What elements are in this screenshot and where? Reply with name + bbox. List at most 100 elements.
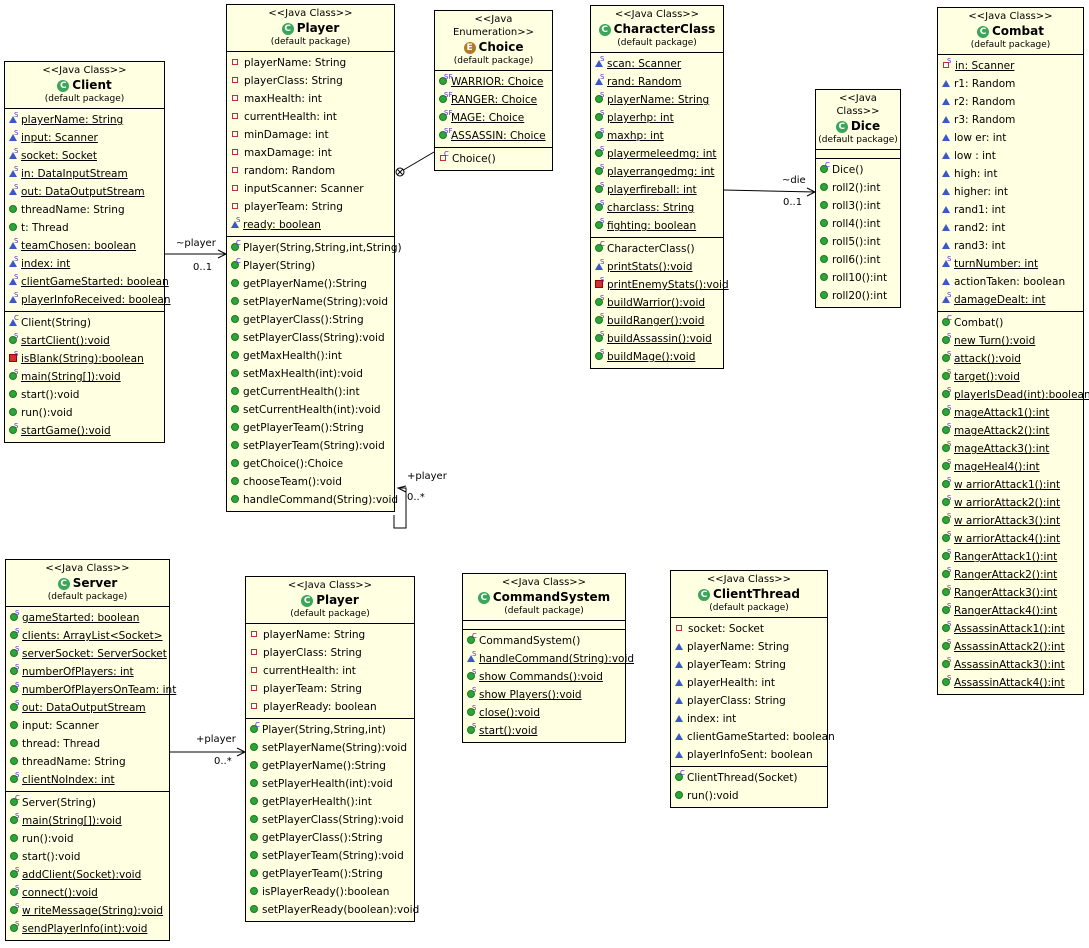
field-row[interactable]: playerClass: String <box>246 644 414 662</box>
method-row[interactable]: start():void <box>5 386 164 404</box>
method-row[interactable]: setPlayerReady(boolean):void <box>246 901 419 919</box>
method-row[interactable]: setPlayerTeam(String):void <box>246 847 414 865</box>
method-row[interactable]: roll6():int <box>816 251 900 269</box>
method-row[interactable]: getCurrentHealth():int <box>227 383 394 401</box>
field-row[interactable]: high: int <box>938 165 1083 183</box>
field-row[interactable]: playerName: String <box>227 54 394 72</box>
field-row[interactable]: r2: Random <box>938 93 1083 111</box>
field-row[interactable]: playerTeam: String <box>227 198 394 216</box>
method-row[interactable]: start():void <box>6 848 169 866</box>
field-row[interactable]: socket: Socket <box>671 620 827 638</box>
field-row[interactable]: higher: int <box>938 183 1083 201</box>
method-row[interactable]: run():void <box>671 787 827 805</box>
method-row[interactable]: getPlayerName():String <box>227 275 394 293</box>
method-row[interactable]: roll10():int <box>816 269 900 287</box>
field-row[interactable]: rand3: int <box>938 237 1083 255</box>
field-row[interactable]: playerClass: String <box>227 72 394 90</box>
field-row[interactable]: input: Scanner <box>6 717 169 735</box>
field-row[interactable]: maxHealth: int <box>227 90 394 108</box>
method-row[interactable]: roll4():int <box>816 215 900 233</box>
method-row[interactable]: getMaxHealth():int <box>227 347 394 365</box>
method-row[interactable]: run():void <box>5 404 164 422</box>
field-row[interactable]: threadName: String <box>5 201 164 219</box>
field-row[interactable]: actionTaken: boolean <box>938 273 1083 291</box>
field-row[interactable]: rand2: int <box>938 219 1083 237</box>
field-row[interactable]: threadName: String <box>6 753 169 771</box>
field-row[interactable]: playerHealth: int <box>671 674 827 692</box>
field-row[interactable]: clientGameStarted: boolean <box>671 728 835 746</box>
method-row[interactable]: chooseTeam():void <box>227 473 394 491</box>
method-row[interactable]: getPlayerTeam():String <box>246 865 414 883</box>
field-row[interactable]: low er: int <box>938 129 1083 147</box>
field-row[interactable]: thread: Thread <box>6 735 169 753</box>
method-row[interactable]: getPlayerTeam():String <box>227 419 394 437</box>
field-row[interactable]: rand1: int <box>938 201 1083 219</box>
method-row[interactable]: isPlayerReady():boolean <box>246 883 414 901</box>
method-row[interactable]: getPlayerClass():String <box>227 311 394 329</box>
field-row[interactable]: random: Random <box>227 162 394 180</box>
method-row[interactable]: setPlayerName(String):void <box>246 739 414 757</box>
field-row[interactable]: r3: Random <box>938 111 1083 129</box>
field-row[interactable]: playerTeam: String <box>671 656 827 674</box>
field-row[interactable]: index: int <box>671 710 827 728</box>
method-row[interactable]: getPlayerHealth():int <box>246 793 414 811</box>
field-row[interactable]: playerName: String <box>246 626 414 644</box>
